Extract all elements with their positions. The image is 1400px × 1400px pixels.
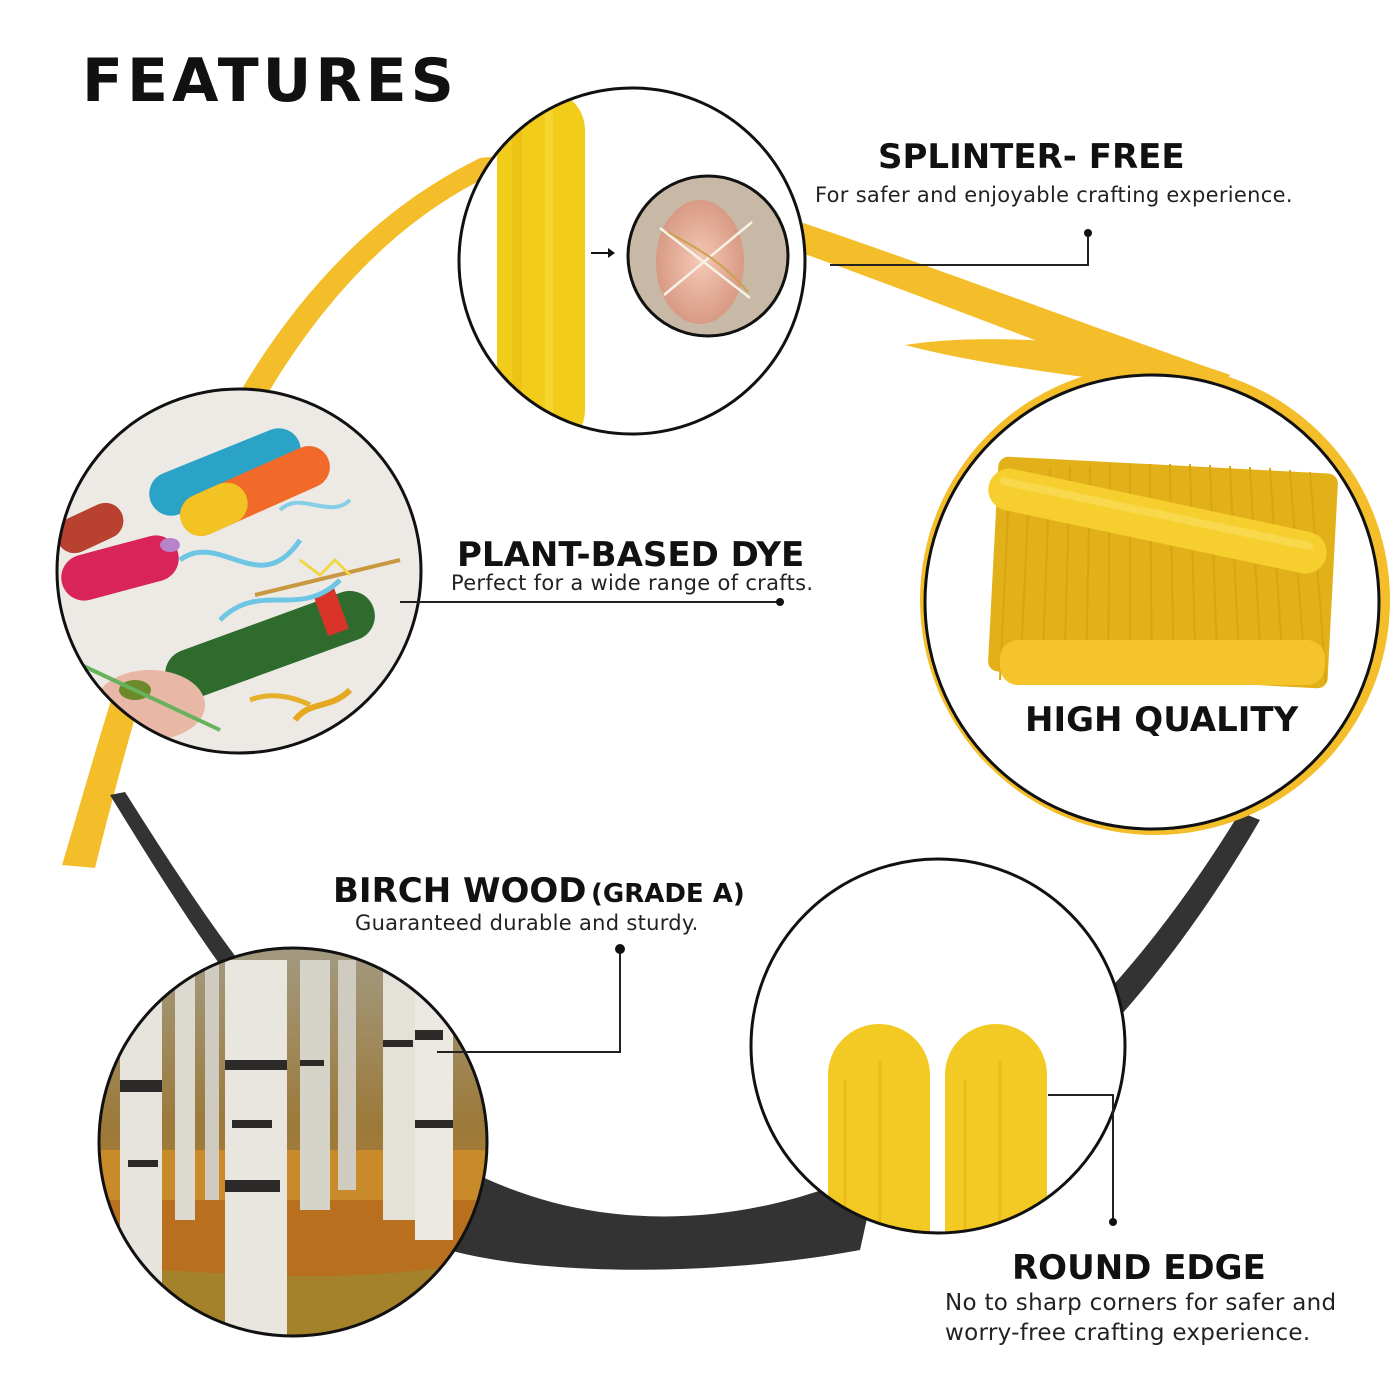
feature-desc-round-edge-line1: No to sharp corners for safer and (945, 1290, 1337, 1316)
stick-bundle-photo (920, 365, 1390, 835)
dark-swoosh-thick (410, 1170, 870, 1270)
feature-desc-round-edge-line2: worry-free crafting experience. (945, 1320, 1311, 1346)
feature-title-birch-wood-grade: (GRADE A) (590, 879, 745, 909)
feature-title-birch-wood: BIRCH WOOD (333, 871, 587, 911)
craft-stick-right (945, 1024, 1047, 1233)
feature-desc-splinter-free: For safer and enjoyable crafting experie… (815, 183, 1293, 207)
callout-lines (400, 235, 1114, 1222)
feature-desc-birch-wood: Guaranteed durable and sturdy. (355, 911, 699, 935)
craft-stick-vertical (497, 90, 585, 434)
feature-desc-plant-based-dye: Perfect for a wide range of crafts. (451, 571, 814, 595)
painted-sticks-photo (55, 387, 423, 755)
page-title: FEATURES (82, 46, 458, 116)
callout-dot (615, 944, 625, 954)
birch-forest-photo (97, 946, 489, 1338)
callout-dot (1109, 1218, 1117, 1226)
callout-dot (1084, 229, 1092, 237)
feature-title-round-edge: ROUND EDGE (1012, 1248, 1266, 1288)
callout-dot (776, 598, 784, 606)
feature-title-high-quality: HIGH QUALITY (1025, 700, 1299, 740)
round-edge-sticks-photo (749, 857, 1127, 1235)
feature-title-birch-wood-row: BIRCH WOOD (GRADE A) (333, 871, 745, 911)
feature-title-plant-based-dye: PLANT-BASED DYE (457, 535, 805, 575)
feature-title-splinter-free: SPLINTER- FREE (878, 137, 1185, 177)
finger-splinter-photo (457, 86, 807, 436)
